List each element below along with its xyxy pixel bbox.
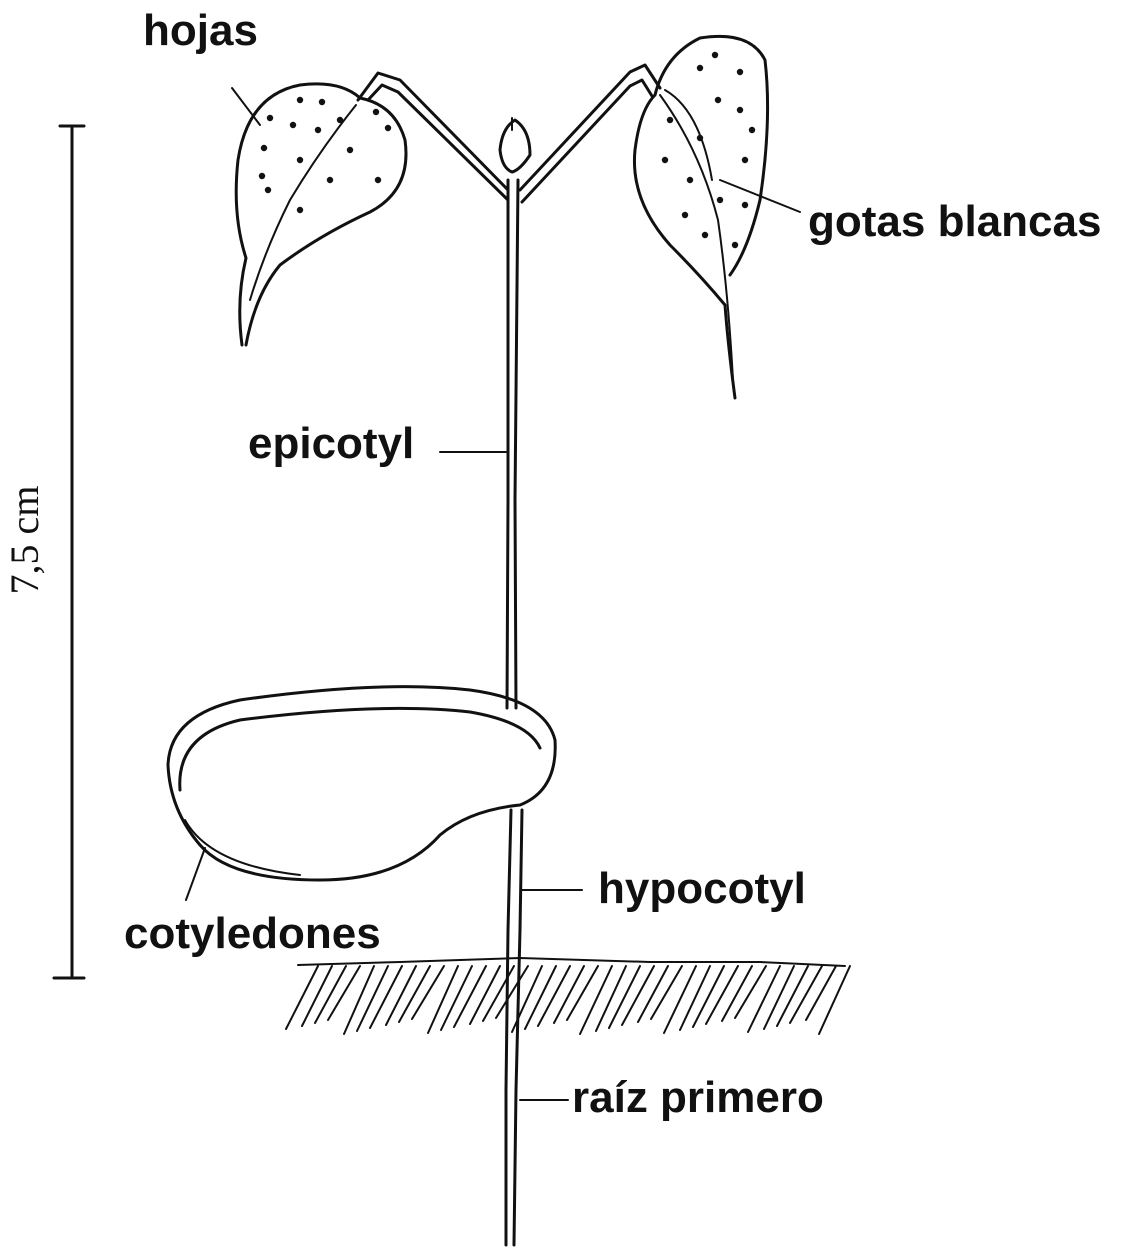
hatch-stroke [651,966,682,1019]
white-drop-dot [737,107,743,113]
white-drop-dot [297,157,303,163]
hatch-stroke [764,966,794,1029]
soil [286,958,850,1034]
white-drop-dot [327,177,333,183]
hatch-stroke [819,966,850,1034]
white-drop-dot [732,242,738,248]
hatch-stroke [806,966,836,1020]
white-drop-dot [375,177,381,183]
label-hojas: hojas [143,6,258,55]
white-drop-dot [749,127,755,133]
white-drop-dot [715,97,721,103]
white-drop-dot [662,157,668,163]
white-drop-dot [261,145,267,151]
hatch-stroke [735,966,766,1018]
hatch-stroke [302,966,332,1026]
white-drop-dot [347,147,353,153]
stem [500,118,530,1245]
white-drop-dot [319,99,325,105]
hatch-stroke [596,966,626,1031]
scale-bar [54,126,84,978]
label-cotyledones: cotyledones [124,909,381,958]
white-drop-dot [290,122,296,128]
white-drop-dot [702,232,708,238]
white-drop-dot [385,125,391,131]
hatch-stroke [706,966,738,1024]
hatch-stroke [567,966,598,1020]
white-drop-dot [267,115,273,121]
white-drop-dot [373,109,379,115]
white-drop-dot [717,197,723,203]
left-leaf [236,73,508,345]
soil-hatching [286,966,850,1034]
hatch-stroke [386,966,416,1025]
label-gotas-blancas: gotas blancas [808,197,1101,246]
hatch-stroke [638,966,668,1022]
white-drop-dot [697,135,703,141]
white-drop-dot [697,65,703,71]
white-drop-dot [337,117,343,123]
label-raiz-primero: raíz primero [572,1073,824,1122]
hatch-stroke [748,966,780,1032]
hatch-stroke [328,966,360,1020]
white-drop-dot [687,177,693,183]
scale-label: 7,5 cm [2,486,47,595]
white-drop-dot [737,69,743,75]
hatch-stroke [538,966,570,1026]
white-drop-dot [265,187,271,193]
label-hypocotyl: hypocotyl [598,864,806,913]
white-drop-dot [712,52,718,58]
cotyledon [168,687,555,880]
label-epicotyl: epicotyl [248,419,414,468]
white-drop-dot [259,173,265,179]
white-drop-dot [682,212,688,218]
hatch-stroke [412,966,444,1019]
hatch-stroke [680,966,710,1030]
hatch-stroke [664,966,696,1033]
hatch-stroke [344,966,374,1034]
hatch-stroke [454,966,486,1027]
white-drop-dot [742,157,748,163]
white-drop-dot [667,117,673,123]
hatch-stroke [580,966,612,1034]
white-drop-dot [297,97,303,103]
hatch-stroke [790,966,822,1023]
hatch-stroke [428,966,458,1033]
hatch-stroke [622,966,654,1025]
hatch-stroke [370,966,402,1028]
white-drop-dot [315,127,321,133]
white-drop-dot [297,207,303,213]
white-drop-dot [742,202,748,208]
hatch-stroke [470,966,500,1024]
hatch-stroke [286,966,318,1029]
hatch-stroke [496,966,528,1018]
right-leaf [520,36,768,398]
hatch-stroke [554,966,584,1023]
